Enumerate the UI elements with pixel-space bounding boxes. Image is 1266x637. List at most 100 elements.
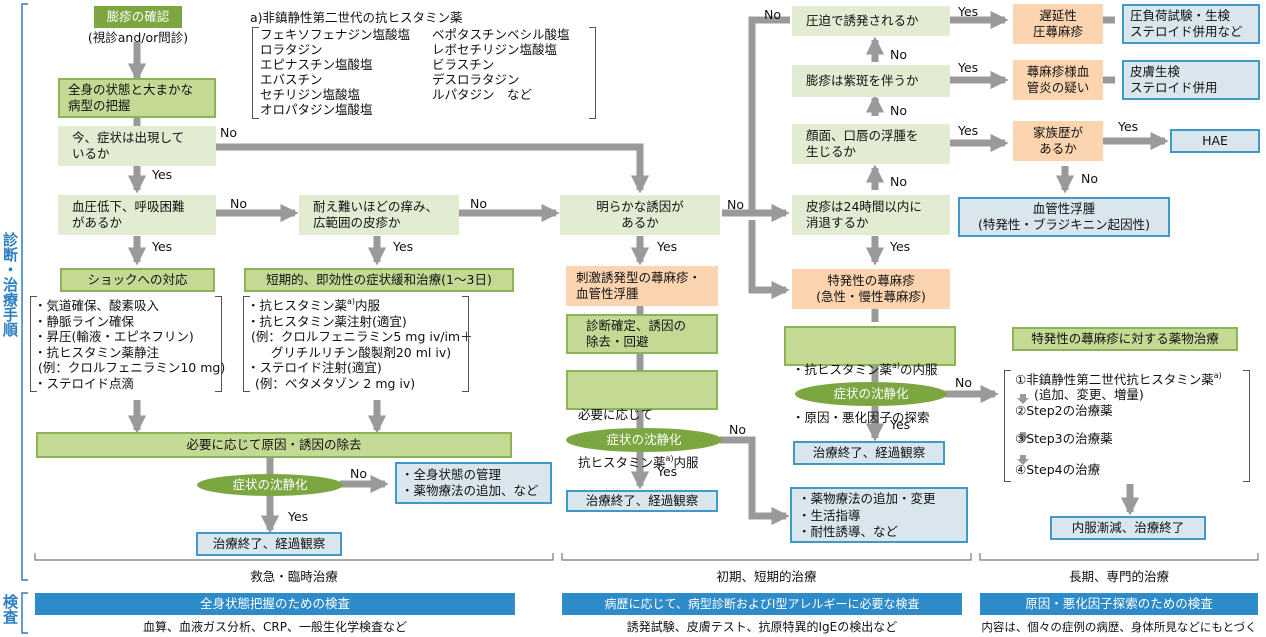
exam-bar-typing: 病歴に応じて、病型診断およびⅠ型アレルギーに必要な検査 [562, 593, 962, 615]
edge-label-no: No [890, 47, 907, 62]
edge-label-no: No [220, 125, 237, 140]
edge-label-yes: Yes [657, 239, 678, 254]
edge-label-yes: Yes [393, 239, 414, 254]
node-end-observe-3: 治療終了、経過観察 [793, 441, 945, 465]
bracket-right [589, 27, 596, 119]
bracket-right [462, 296, 469, 392]
bracket-left [252, 27, 259, 119]
as-needed-line-2: 抗ヒスタミン薬a)内服 [578, 455, 716, 471]
node-q-face: 顔面、口唇の浮腫を 生じるか [792, 124, 950, 164]
phase-label-emergency: 救急・臨時治療 [250, 569, 338, 584]
edge-label-no: No [764, 7, 781, 22]
exam-bar-cause: 原因・悪化因子探索のための検査 [980, 593, 1258, 615]
phase-bracket-1 [34, 553, 554, 561]
footnote-ref: a) [665, 454, 674, 463]
as-needed-drug: 抗ヒスタミン薬 [578, 455, 666, 470]
footnote-bracket: フェキソフェナジン塩酸塩 ロラタジン エピナスチン塩酸塩 エバスチン セチリジン… [252, 27, 596, 119]
edge-label-no: No [470, 196, 487, 211]
antihist-oral-line-2: ・原因・悪化因子の探索 [792, 410, 930, 425]
node-q-itch: 耐え難いほどの痒み、 広範囲の皮疹か [299, 195, 459, 235]
node-stimulus-type: 刺激誘発型の蕁麻疹・ 血管性浮腫 [566, 266, 718, 306]
node-confirm-wheal: 膨疹の確認 [94, 6, 182, 28]
step-arrow-1 [1017, 394, 1029, 404]
as-needed-line-1: 必要に応じて [578, 407, 654, 422]
footnote-drug: エピナスチン塩酸塩 [260, 57, 373, 72]
exam-detail-typing: 誘発試験、皮膚テスト、抗原特異的IgEの検出など [626, 620, 898, 634]
node-q-purpura: 膨疹は紫斑を伴うか [792, 65, 950, 97]
footnote-title: a)非鎮静性第二世代の抗ヒスタミン薬 [250, 10, 463, 25]
node-diag-confirm: 診断確定、誘因の 除去・回避 [566, 314, 718, 354]
phase-label-longterm: 長期、専門的治療 [1068, 569, 1169, 584]
node-calm-2: 症状の沈静化 [566, 428, 722, 452]
phase-bracket-2 [561, 553, 972, 561]
node-confirm-sub: (視診and/or問診) [87, 30, 189, 45]
step-1: ①非鎮静性第二世代抗ヒスタミン薬a) [1015, 372, 1222, 388]
node-end-observe-1: 治療終了、経過観察 [196, 532, 342, 556]
bracket-steps: ①非鎮静性第二世代抗ヒスタミン薬a) (追加、変更、増量) ②Step2の治療薬… [1004, 370, 1250, 482]
footnote-ref: a) [1213, 371, 1222, 380]
bracket-right [215, 296, 222, 392]
step-arrow-2 [1017, 432, 1029, 442]
edge-label-yes: Yes [152, 239, 173, 254]
step-2: ②Step2の治療薬 [1015, 403, 1113, 418]
footnote-col-2: ベポタスチンベシル酸塩 レボセチリジン塩酸塩 ビラスチン デスロラタジン ルパタ… [432, 27, 570, 102]
node-q-symptom-now: 今、症状は出現して いるか [58, 126, 216, 166]
side-bracket-exam [21, 592, 28, 634]
node-idiopathic: 特発性の蕁麻疹 (急性・慢性蕁麻疹) [792, 269, 950, 309]
node-hae: HAE [1170, 129, 1260, 153]
node-remove-cause: 必要に応じて原因・誘因の除去 [36, 432, 512, 458]
edge-label-yes: Yes [958, 4, 979, 19]
short-items-rest: ・抗ヒスタミン薬注射(適宜) (例：クロルフェニラミン5 mg iv/im＋ グ… [247, 313, 473, 391]
node-skin-biopsy: 皮膚生検 ステロイド併用 [1122, 60, 1260, 100]
bracket-shock-items: ・気道確保、酸素吸入 ・静脈ライン確保 ・昇圧(輸液・エピネフリン) ・抗ヒスタ… [30, 296, 226, 392]
side-bracket-diagnosis [21, 3, 28, 581]
node-q-trigger: 明らかな誘因が あるか [560, 195, 720, 235]
node-calm-1: 症状の沈静化 [197, 474, 343, 496]
edge-label-no: No [890, 174, 907, 189]
phase-label-initial: 初期、短期的治療 [716, 569, 817, 584]
edge-label-yes: Yes [152, 167, 173, 182]
edge-label-yes: Yes [958, 60, 979, 75]
shock-items: ・気道確保、酸素吸入 ・静脈ライン確保 ・昇圧(輸液・エピネフリン) ・抗ヒスタ… [34, 298, 226, 391]
bracket-left [243, 296, 250, 392]
edge-label-no: No [1081, 171, 1098, 186]
footnote-drug: ルパタジン など [432, 87, 533, 102]
node-q-pressure: 圧迫で誘発されるか [792, 6, 950, 36]
edge-label-yes: Yes [288, 509, 309, 524]
antihist-oral-tail: の内服 [900, 362, 938, 377]
edge-label-no: No [230, 196, 247, 211]
node-general-mgmt: ・全身状態の管理 ・薬物療法の追加、など [395, 462, 552, 504]
edge-label-yes: Yes [657, 464, 678, 479]
short-item-1-tail: 内服 [355, 298, 381, 313]
node-family-history: 家族歴が あるか [1013, 121, 1103, 161]
edge-label-yes: Yes [890, 417, 911, 432]
node-grasp: 全身の状態と大まかな 病型の把握 [58, 78, 216, 118]
edge-label-no: No [727, 197, 744, 212]
arrow-symptom-no [216, 143, 650, 194]
footnote-col-1: フェキソフェナジン塩酸塩 ロラタジン エピナスチン塩酸塩 エバスチン セチリジン… [260, 27, 410, 117]
node-idiopathic-drug-header: 特発性の蕁麻疹に対する薬物治療 [1012, 327, 1238, 351]
as-needed-tail: 内服 [673, 455, 699, 470]
arrow-no-down [748, 220, 790, 300]
antihist-oral-line-1: ・抗ヒスタミン薬a)の内服 [792, 362, 954, 378]
footnote-drug: オロパタジン塩酸塩 [260, 102, 373, 117]
side-label-diagnosis-treatment: 診断・治療手順 [1, 232, 19, 337]
short-items: ・抗ヒスタミン薬a)内服 ・抗ヒスタミン薬注射(適宜) (例：クロルフェニラミン… [243, 296, 473, 391]
edge-label-no: No [729, 422, 746, 437]
node-end-observe-2: 治療終了、経過観察 [566, 490, 718, 512]
footnote-drug: ビラスチン [432, 57, 495, 72]
step-arrow-3 [1017, 455, 1029, 465]
edge-label-no: No [955, 375, 972, 390]
side-label-examination: 検査 [1, 594, 19, 624]
footnote-drug: エバスチン [260, 72, 323, 87]
bracket-left [30, 296, 37, 392]
node-calm-3: 症状の沈静化 [795, 382, 947, 406]
edge-label-yes: Yes [890, 239, 911, 254]
step-1-sub: (追加、変更、増量) [1034, 387, 1144, 402]
footnote-drug: フェキソフェナジン塩酸塩 [260, 27, 411, 42]
exam-detail-general: 血算、血液ガス分析、CRP、一般生化学検査など [143, 620, 407, 634]
node-q-24h: 皮疹は24時間以内に 消退するか [792, 195, 950, 235]
edge-label-no: No [350, 466, 367, 481]
node-antihist-oral: ・抗ヒスタミン薬a)の内服 ・原因・悪化因子の探索 [784, 326, 956, 425]
footnote-drug: ロラタジン [260, 42, 323, 57]
